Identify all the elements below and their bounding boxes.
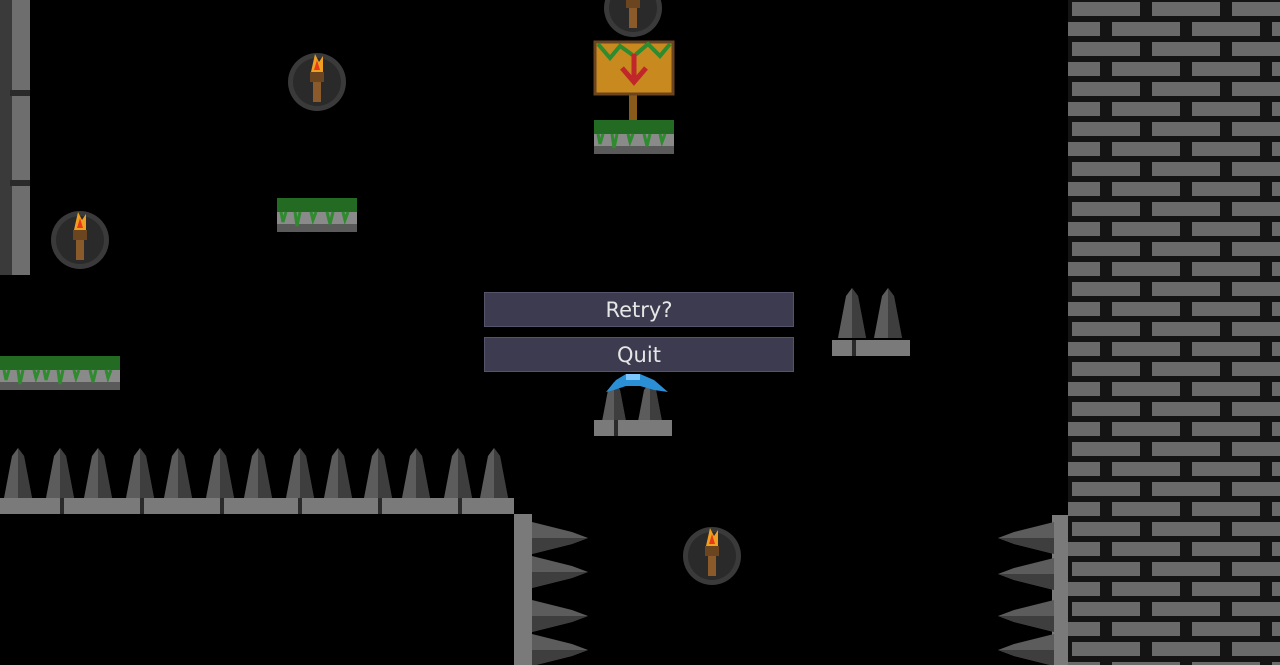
brick-wall <box>1068 0 1280 665</box>
torch-icon <box>51 211 109 269</box>
mossy-platform <box>38 354 122 392</box>
player-icon <box>606 374 668 392</box>
torch-icon <box>683 527 741 585</box>
spike-pillar <box>514 514 588 665</box>
spike-platform <box>832 288 910 356</box>
retry-button[interactable]: Retry? <box>484 292 794 327</box>
mossy-platform <box>592 118 676 156</box>
torch-icon <box>604 0 662 37</box>
left-wall <box>0 0 30 275</box>
quit-button[interactable]: Quit <box>484 337 794 372</box>
player-platform <box>594 382 672 436</box>
spike-floor <box>0 448 514 514</box>
wall-spikes <box>998 515 1068 665</box>
signpost-icon <box>593 40 675 122</box>
torch-icon <box>288 53 346 111</box>
mossy-platform <box>275 196 359 234</box>
